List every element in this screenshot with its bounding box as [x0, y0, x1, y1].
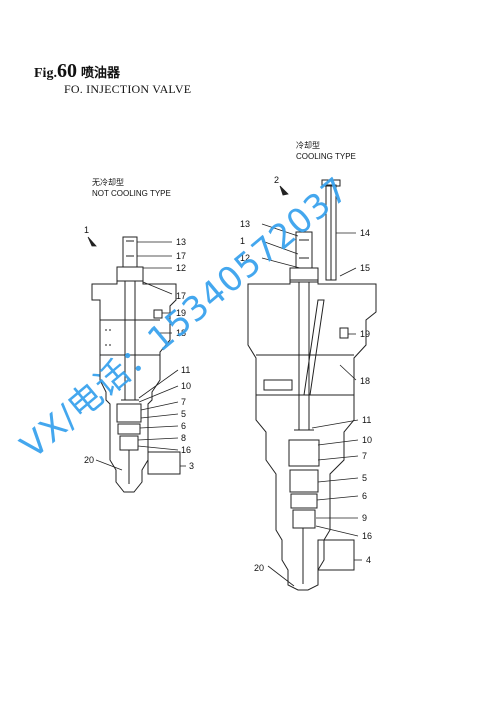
left-callout-18: 18	[176, 328, 187, 338]
left-callout-12: 12	[176, 263, 187, 273]
left-caption-en: NOT COOLING TYPE	[92, 189, 171, 198]
right-callout-11: 11	[362, 415, 372, 425]
right-callout-18: 18	[360, 376, 371, 386]
left-caption-cn: 无冷却型	[92, 178, 124, 187]
left-callout-3: 3	[189, 461, 195, 471]
right-callout-20: 20	[254, 563, 265, 573]
left-callout-5: 5	[181, 409, 187, 419]
right-injector-body	[247, 179, 377, 591]
figure-prefix: Fig.	[34, 66, 57, 81]
left-callout-13: 13	[176, 237, 187, 247]
figure-subtitle: FO. INJECTION VALVE	[64, 82, 192, 96]
right-callout-6: 6	[362, 491, 368, 501]
left-callout-11: 11	[181, 365, 191, 375]
figure-number: 60	[56, 60, 77, 82]
left-callout-20: 20	[84, 455, 95, 465]
right-callout-4: 4	[366, 555, 372, 565]
right-callout-5: 5	[362, 473, 368, 483]
right-leader-lines	[261, 185, 362, 587]
left-callout-17a: 17	[176, 251, 187, 261]
left-callout-19: 19	[176, 308, 187, 318]
right-callout-12: 12	[240, 253, 251, 263]
right-callout-1: 1	[240, 236, 246, 246]
right-callout-15: 15	[360, 263, 371, 273]
figure-title-cn: 喷油器	[80, 65, 120, 80]
left-callout-17b: 17	[176, 291, 187, 301]
left-callout-6: 6	[181, 421, 187, 431]
left-arrow-label: 1	[84, 225, 90, 235]
right-callout-13: 13	[240, 219, 251, 229]
left-injector-body	[91, 236, 181, 493]
right-callout-14: 14	[360, 228, 371, 238]
right-caption-en: COOLING TYPE	[296, 152, 356, 161]
left-callout-7: 7	[181, 397, 187, 407]
right-callout-10: 10	[362, 435, 373, 445]
right-callout-16: 16	[362, 531, 373, 541]
left-callout-16: 16	[181, 445, 192, 455]
left-callout-10: 10	[181, 381, 192, 391]
right-caption-cn: 冷却型	[296, 141, 320, 150]
right-arrow-label: 2	[274, 175, 280, 185]
left-callout-8: 8	[181, 433, 187, 443]
right-callout-19: 19	[360, 329, 371, 339]
right-callout-9: 9	[362, 513, 368, 523]
right-callout-7: 7	[362, 451, 368, 461]
left-leader-lines	[87, 236, 186, 471]
